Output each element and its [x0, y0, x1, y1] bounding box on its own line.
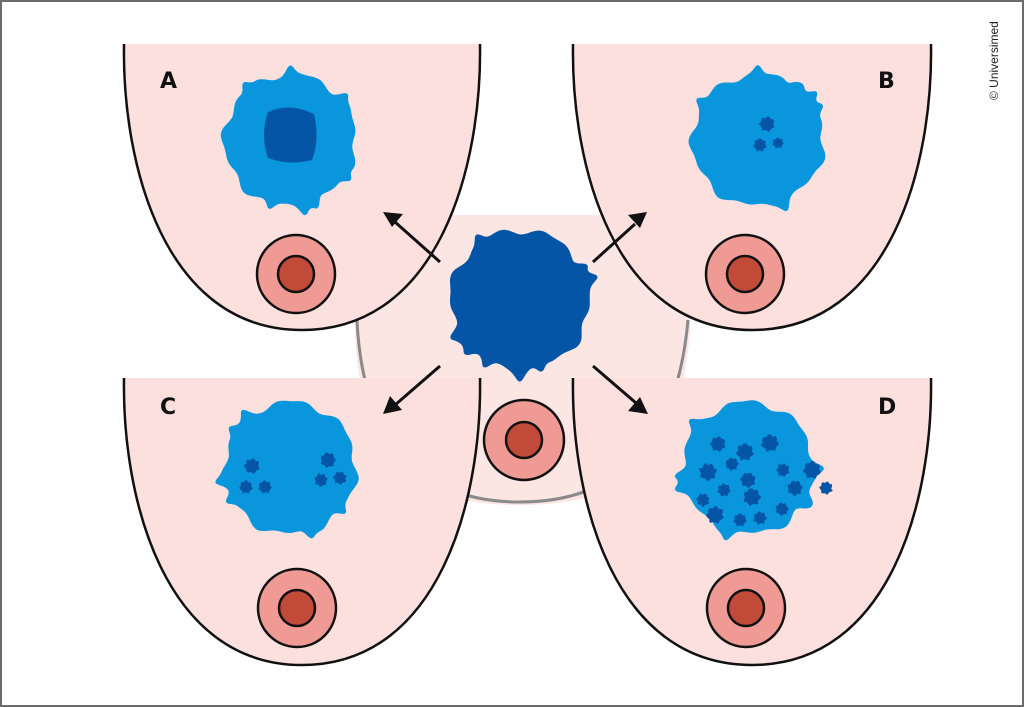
tumor-focus	[320, 452, 336, 468]
nipple	[276, 254, 316, 294]
panel-b: B	[571, 43, 933, 332]
panel-label: D	[878, 395, 896, 420]
panel-a: A	[122, 43, 482, 332]
tumor-focus	[740, 472, 756, 488]
breast-outline	[122, 377, 482, 667]
tumor-focus	[753, 138, 767, 152]
panel-label: B	[878, 69, 895, 94]
tumor-cell	[215, 400, 359, 539]
tumor-cell	[688, 65, 826, 212]
tumor-focus	[736, 443, 754, 461]
tumor-focus	[243, 458, 260, 474]
center-tumor	[449, 229, 598, 382]
tumor-focus	[803, 460, 821, 479]
tumor-focus	[698, 462, 717, 482]
nipple	[725, 254, 765, 294]
tumor-focus	[776, 463, 790, 477]
tumor-focus	[758, 116, 775, 132]
arrow-to-b	[591, 212, 647, 264]
tumor-focus	[787, 480, 803, 496]
tumor-focus	[733, 513, 747, 527]
panel-c: C	[122, 377, 482, 667]
tumor-focus	[706, 505, 724, 524]
panel-label: A	[160, 69, 177, 94]
breast-outline	[122, 43, 482, 332]
copyright-text: © Universimed	[987, 21, 1001, 100]
tumor-focus	[314, 473, 328, 487]
tumor-focus	[819, 481, 833, 495]
tumor-focus	[717, 483, 731, 497]
tumor-focus	[772, 137, 784, 149]
center-nipple-group	[482, 398, 566, 482]
tumor-cell	[674, 400, 827, 541]
panel-label: C	[160, 395, 176, 420]
tumor-focus	[696, 493, 710, 508]
arrow-to-d	[592, 364, 648, 414]
arrow-to-a	[383, 212, 441, 264]
tumor-focus	[709, 436, 726, 452]
tumor-core	[264, 107, 317, 163]
nipple	[726, 588, 766, 628]
tumor-focus	[258, 480, 272, 494]
tumor-focus	[775, 502, 789, 517]
tumor-focus	[752, 511, 768, 525]
breast-outline	[571, 377, 933, 667]
breast-outline	[571, 43, 933, 332]
nipple	[277, 588, 317, 628]
tumor-focus	[239, 480, 253, 494]
arrow-to-c	[383, 364, 441, 414]
panel-d: D	[571, 377, 933, 667]
center-nipple	[504, 420, 544, 460]
arrows	[383, 212, 648, 414]
tumor-focus	[743, 488, 761, 506]
tumor-focus	[333, 471, 347, 485]
tumor-focus	[725, 457, 739, 471]
tumor-focus	[761, 434, 779, 452]
